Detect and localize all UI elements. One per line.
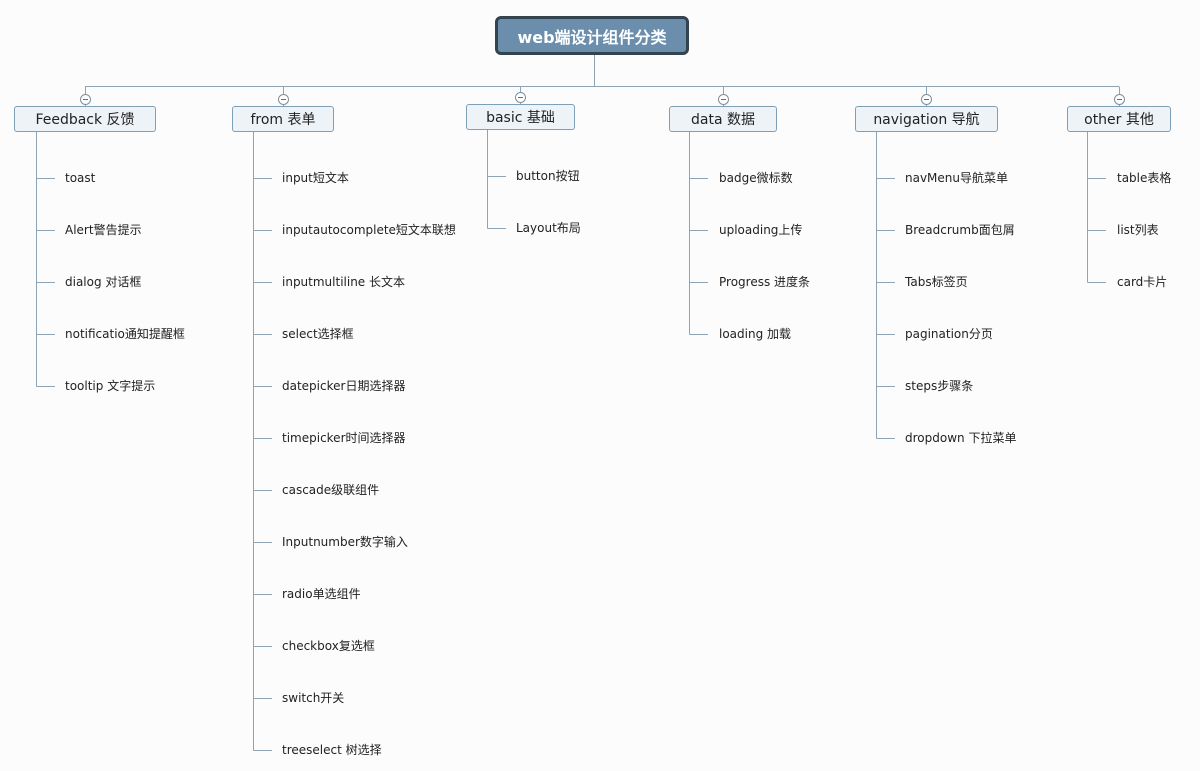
leaf-item[interactable]: Layout布局 (516, 221, 581, 235)
leaf-item[interactable]: cascade级联组件 (282, 483, 380, 497)
leaf-item[interactable]: tooltip 文字提示 (65, 379, 156, 393)
leaf-item[interactable]: checkbox复选框 (282, 639, 375, 653)
category-node[interactable]: data 数据 (669, 106, 777, 132)
leaf-item[interactable]: inputmultiline 长文本 (282, 275, 406, 289)
leaf-item[interactable]: steps步骤条 (905, 379, 974, 393)
category-node[interactable]: basic 基础 (466, 104, 575, 130)
collapse-toggle-icon[interactable] (1114, 94, 1125, 105)
category-node[interactable]: other 其他 (1067, 106, 1171, 132)
collapse-toggle-icon[interactable] (921, 94, 932, 105)
leaf-item[interactable]: badge微标数 (719, 171, 793, 185)
leaf-item[interactable]: inputautocomplete短文本联想 (282, 223, 456, 237)
category-node[interactable]: from 表单 (232, 106, 334, 132)
leaf-item[interactable]: list列表 (1117, 223, 1159, 237)
leaf-item[interactable]: Progress 进度条 (719, 275, 811, 289)
leaf-item[interactable]: navMenu导航菜单 (905, 171, 1009, 185)
leaf-item[interactable]: Breadcrumb面包屑 (905, 223, 1015, 237)
leaf-item[interactable]: input短文本 (282, 171, 349, 185)
collapse-toggle-icon[interactable] (278, 94, 289, 105)
category-node[interactable]: navigation 导航 (855, 106, 998, 132)
leaf-item[interactable]: select选择框 (282, 327, 354, 341)
leaf-item[interactable]: timepicker时间选择器 (282, 431, 406, 445)
leaf-item[interactable]: toast (65, 171, 96, 185)
collapse-toggle-icon[interactable] (80, 94, 91, 105)
leaf-item[interactable]: datepicker日期选择器 (282, 379, 406, 393)
leaf-item[interactable]: table表格 (1117, 171, 1172, 185)
leaf-item[interactable]: dropdown 下拉菜单 (905, 431, 1017, 445)
leaf-item[interactable]: Alert警告提示 (65, 223, 142, 237)
leaf-item[interactable]: treeselect 树选择 (282, 743, 382, 757)
root-node[interactable]: web端设计组件分类 (495, 16, 689, 55)
collapse-toggle-icon[interactable] (718, 94, 729, 105)
leaf-item[interactable]: button按钮 (516, 169, 580, 183)
leaf-item[interactable]: notificatio通知提醒框 (65, 327, 185, 341)
leaf-item[interactable]: pagination分页 (905, 327, 993, 341)
leaf-item[interactable]: Inputnumber数字输入 (282, 535, 408, 549)
leaf-item[interactable]: card卡片 (1117, 275, 1168, 289)
leaf-item[interactable]: uploading上传 (719, 223, 803, 237)
leaf-item[interactable]: loading 加载 (719, 327, 792, 341)
leaf-item[interactable]: dialog 对话框 (65, 275, 142, 289)
leaf-item[interactable]: switch开关 (282, 691, 345, 705)
collapse-toggle-icon[interactable] (515, 92, 526, 103)
category-node[interactable]: Feedback 反馈 (14, 106, 156, 132)
leaf-item[interactable]: radio单选组件 (282, 587, 361, 601)
leaf-item[interactable]: Tabs标签页 (905, 275, 968, 289)
